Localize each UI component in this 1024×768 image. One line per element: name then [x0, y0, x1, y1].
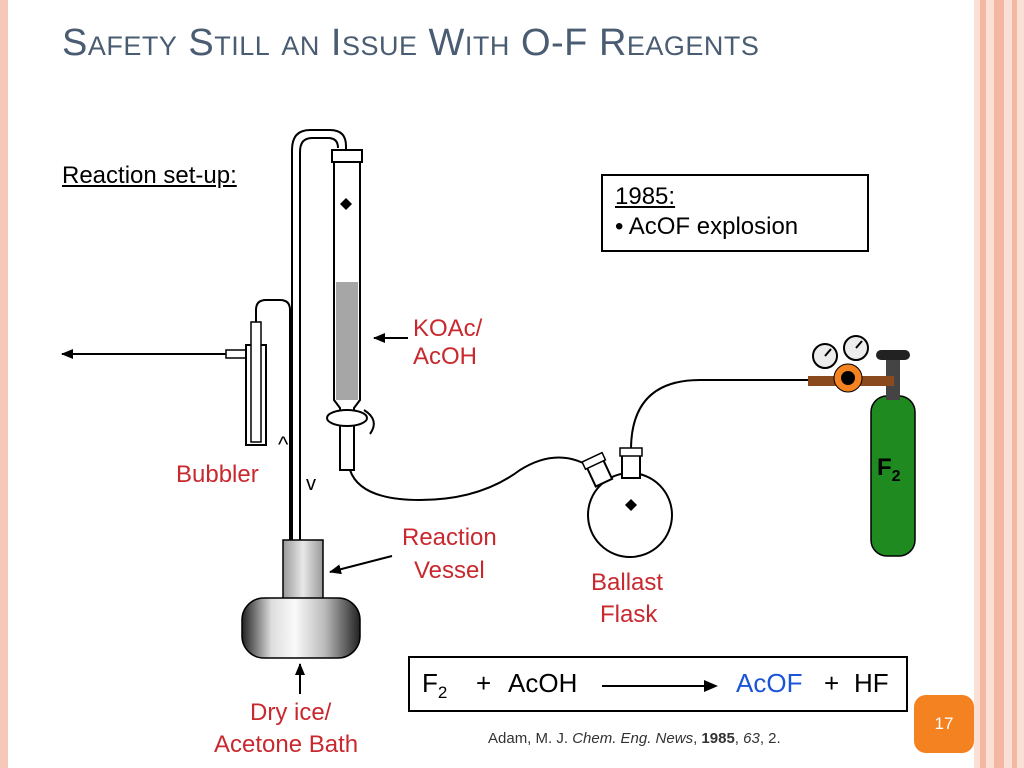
koac-label-line1: KOAc/ [413, 315, 483, 342]
setup-label: Reaction set-up: [62, 162, 237, 189]
ballast-label-line2: Flask [600, 601, 658, 628]
tube-to-regulator [630, 379, 812, 449]
bubbler-label: Bubbler [176, 461, 259, 488]
eq-product-acof: AcOF [736, 668, 803, 698]
reaction-arrow-icon [602, 680, 718, 692]
bubbler [245, 299, 291, 540]
equation-box: F2 + AcOH AcOF + HF [408, 656, 908, 712]
apparatus-diagram: F2 ^ v KOAc/ AcOH Bubbler Reaction Vesse… [61, 129, 916, 758]
citation: Adam, M. J. Chem. Eng. News, 1985, 63, 2… [488, 730, 781, 747]
left-frame-stripe [0, 0, 8, 768]
reaction-vessel-label-line2: Vessel [414, 557, 485, 584]
slide-title: Safety Still an Issue With O-F Reagents [62, 22, 760, 64]
eq-reactant-f2: F2 [422, 668, 448, 703]
eq-plus-2: + [824, 668, 840, 698]
page-number-badge: 17 [914, 695, 974, 753]
exhaust-arrow [61, 349, 247, 359]
ballast-label-line1: Ballast [591, 569, 663, 596]
right-frame-stripes [974, 0, 1024, 768]
bath-label-line1: Dry ice/ [250, 699, 332, 726]
bath-label-line2: Acetone Bath [214, 731, 358, 758]
reaction-vessel [282, 539, 324, 601]
koac-label-line2: AcOH [413, 343, 477, 370]
reaction-vessel-label-line1: Reaction [402, 524, 497, 551]
note-box: 1985: • AcOF explosion [601, 174, 869, 252]
flow-down-mark: v [306, 473, 316, 495]
gas-inlet-tube [291, 129, 347, 540]
f2-label: F2 [877, 454, 901, 485]
f2-cylinder [808, 335, 916, 557]
ballast-flask [581, 447, 673, 558]
eq-product-hf: HF [854, 668, 889, 698]
note-item: • AcOF explosion [615, 213, 799, 240]
note-year: 1985: [615, 183, 676, 210]
reaction-vessel-pointer-arrow [329, 555, 393, 575]
dry-ice-bath [241, 597, 361, 659]
eq-reactant-acoh: AcOH [508, 668, 578, 698]
addition-funnel [326, 149, 375, 471]
eq-plus-1: + [476, 668, 492, 698]
flow-up-mark: ^ [278, 432, 289, 457]
tube-to-ballast [349, 456, 596, 502]
